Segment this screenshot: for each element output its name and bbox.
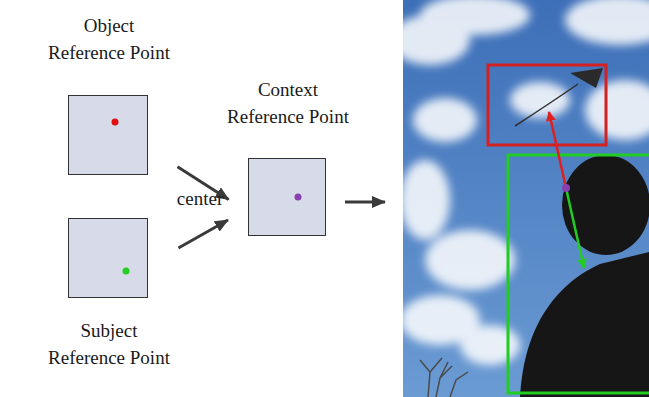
reference-dot	[123, 268, 130, 275]
text-line: Context	[173, 76, 403, 103]
reference-box: Context Reference Point	[248, 158, 326, 236]
text-line: Reference Point	[48, 42, 170, 63]
text-line: Object	[0, 12, 224, 39]
flow-arrow	[178, 220, 228, 248]
text-line: Subject	[0, 317, 224, 344]
photo	[403, 0, 649, 397]
reference-dot	[295, 194, 302, 201]
box-title: Object Reference Point	[0, 12, 224, 66]
text-line: Reference Point	[227, 106, 349, 127]
flow-arrow	[345, 201, 385, 204]
operation-label: center	[160, 185, 240, 212]
box-fill	[68, 218, 148, 298]
text-line: center	[177, 188, 223, 209]
box-title: Subject Reference Point	[0, 317, 224, 371]
box-title: Context Reference Point	[173, 76, 403, 130]
box-fill	[68, 95, 148, 175]
reference-box: Object Reference Point	[68, 95, 148, 175]
box-fill	[248, 158, 326, 236]
reference-dot	[112, 119, 119, 126]
text-line: Reference Point	[48, 347, 170, 368]
reference-box: Subject Reference Point	[68, 218, 148, 298]
